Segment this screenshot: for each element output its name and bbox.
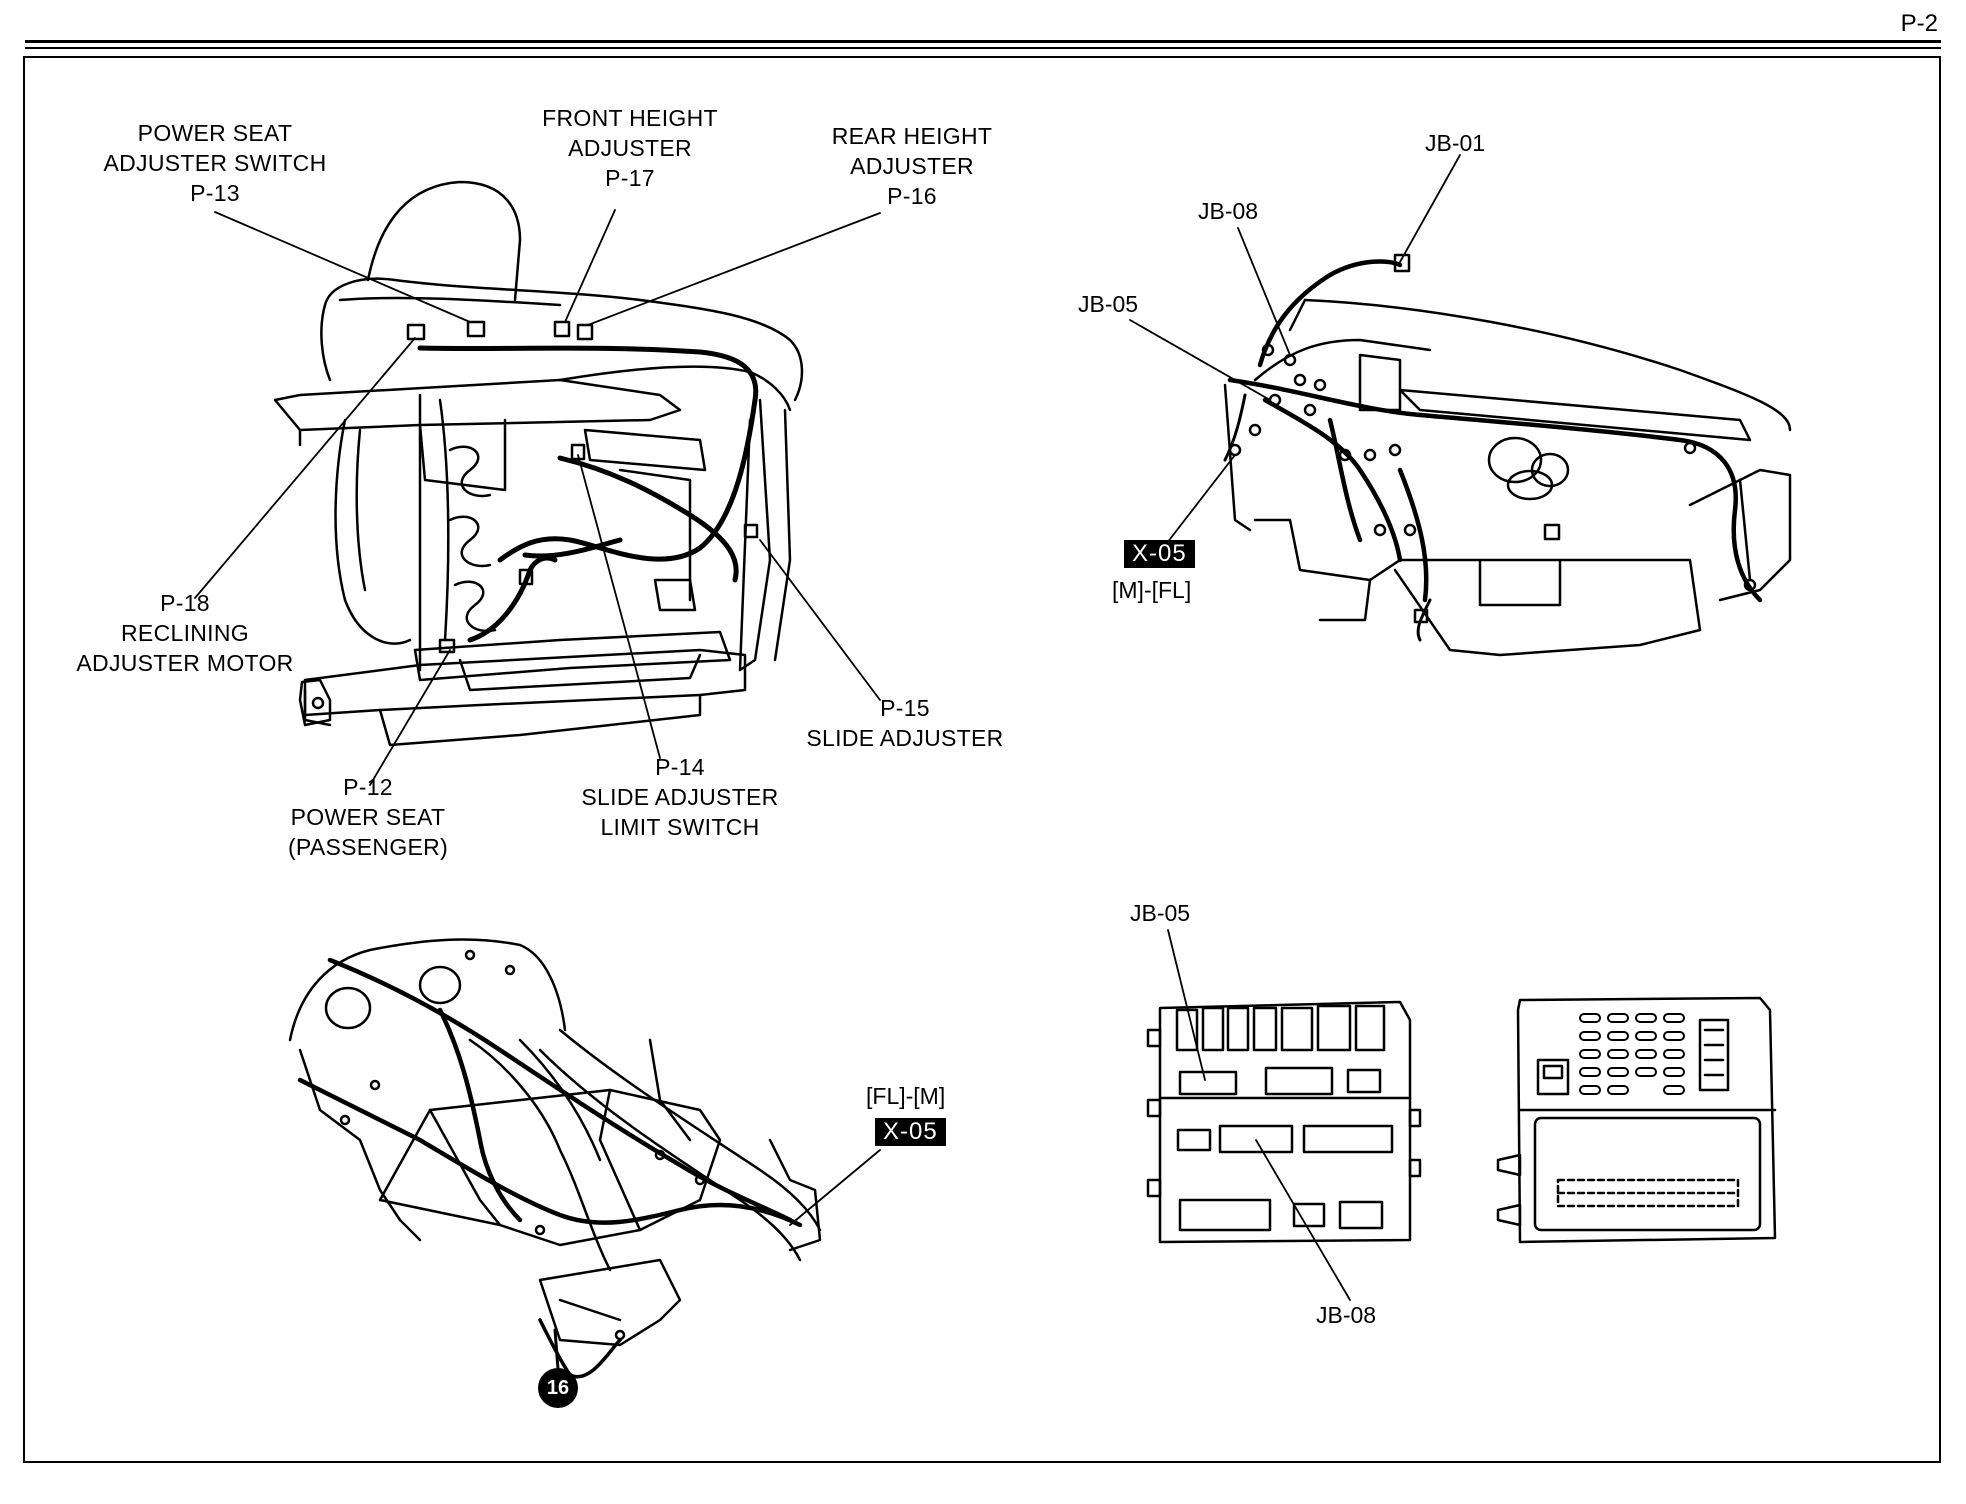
dashboard-leader-lines bbox=[1129, 154, 1461, 553]
floor-leader-lines bbox=[555, 1149, 881, 1371]
label-jb08-box: JB-08 bbox=[1316, 1302, 1377, 1328]
label-line: ADJUSTER bbox=[568, 135, 692, 161]
label-slide-limit-switch: P-14 SLIDE ADJUSTER LIMIT SWITCH bbox=[581, 752, 778, 842]
label-power-seat-switch: POWER SEAT ADJUSTER SWITCH P-13 bbox=[104, 118, 327, 208]
junction-box-leader-lines bbox=[1167, 929, 1351, 1301]
header-rule-thin bbox=[25, 47, 1941, 49]
label-line: P-16 bbox=[887, 183, 937, 209]
connector-tag-x05-floor: X-05 bbox=[875, 1118, 946, 1146]
label-line: P-14 bbox=[655, 754, 705, 780]
label-line: SLIDE ADJUSTER bbox=[806, 725, 1004, 751]
label-line: (PASSENGER) bbox=[287, 834, 449, 860]
label-jb05: JB-05 bbox=[1078, 291, 1139, 317]
label-fl-m: [FL]-[M] bbox=[866, 1083, 946, 1109]
label-line: P-13 bbox=[190, 180, 240, 206]
label-line: P-18 bbox=[160, 590, 210, 616]
label-line: FRONT HEIGHT bbox=[542, 105, 718, 131]
label-line: P-15 bbox=[880, 695, 930, 721]
label-slide-adjuster: P-15 SLIDE ADJUSTER bbox=[806, 693, 1003, 753]
label-reclining-motor: P-18 RECLINING ADJUSTER MOTOR bbox=[76, 588, 293, 678]
label-line: ADJUSTER MOTOR bbox=[76, 650, 294, 676]
label-jb01: JB-01 bbox=[1425, 130, 1486, 156]
label-power-seat-passenger: P-12 POWER SEAT (PASSENGER) bbox=[288, 772, 448, 862]
page-number: P-2 bbox=[1900, 10, 1938, 37]
label-line: LIMIT SWITCH bbox=[600, 814, 760, 840]
header-rule bbox=[25, 40, 1941, 43]
label-line: ADJUSTER bbox=[850, 153, 974, 179]
dashboard-illustration bbox=[1223, 253, 1792, 657]
label-line: POWER SEAT bbox=[290, 804, 446, 830]
junction-box-front bbox=[1146, 1000, 1422, 1244]
seat-illustration bbox=[273, 180, 804, 747]
label-rear-height-adjuster: REAR HEIGHT ADJUSTER P-16 bbox=[832, 121, 992, 211]
diagram-frame bbox=[23, 56, 1941, 1463]
label-line: P-12 bbox=[343, 774, 393, 800]
label-line: REAR HEIGHT bbox=[831, 123, 993, 149]
connector-tag-x05-dash: X-05 bbox=[1124, 540, 1195, 568]
label-jb05-box: JB-05 bbox=[1130, 900, 1191, 926]
seat-leader-lines bbox=[194, 209, 881, 786]
label-front-height-adjuster: FRONT HEIGHT ADJUSTER P-17 bbox=[542, 103, 718, 193]
junction-box-rear bbox=[1496, 996, 1777, 1244]
label-jb08: JB-08 bbox=[1198, 198, 1259, 224]
floor-illustration bbox=[288, 938, 822, 1397]
label-line: ADJUSTER SWITCH bbox=[103, 150, 327, 176]
label-line: RECLINING bbox=[121, 620, 249, 646]
label-line: POWER SEAT bbox=[137, 120, 293, 146]
label-line: P-17 bbox=[605, 165, 655, 191]
label-m-fl: [M]-[FL] bbox=[1112, 577, 1192, 603]
label-line: SLIDE ADJUSTER bbox=[581, 784, 779, 810]
ground-point-badge: 16 bbox=[538, 1368, 578, 1408]
